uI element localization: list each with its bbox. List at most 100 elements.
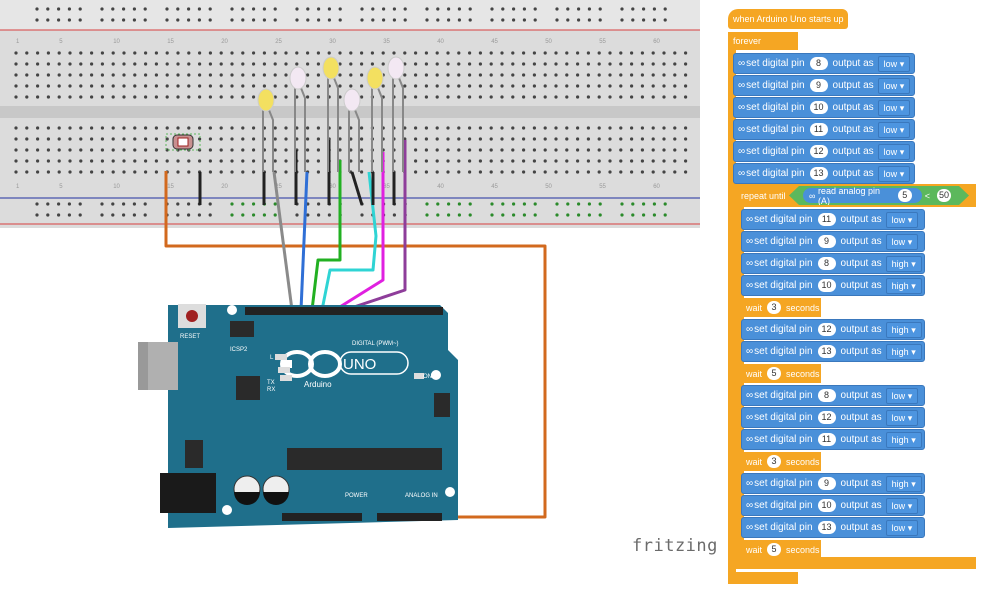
level-dropdown[interactable]: low ▾ bbox=[885, 519, 919, 536]
arduino-icon: ∞ bbox=[738, 146, 745, 157]
block-mid: output as bbox=[840, 324, 882, 335]
level-value: high bbox=[891, 324, 909, 335]
pin-input[interactable]: 12 bbox=[809, 145, 828, 158]
pin-input[interactable]: 13 bbox=[817, 345, 836, 358]
pin-input[interactable]: 11 bbox=[809, 123, 828, 136]
level-dropdown[interactable]: high ▾ bbox=[885, 431, 922, 448]
brand-label: Arduino bbox=[304, 380, 332, 389]
pin-input[interactable]: 9 bbox=[817, 477, 836, 490]
pin-input[interactable]: 11 bbox=[817, 433, 836, 446]
level-value: low bbox=[883, 124, 898, 135]
level-dropdown[interactable]: low ▾ bbox=[877, 121, 911, 138]
column-number: 50 bbox=[545, 184, 552, 190]
on-label: ON bbox=[423, 374, 432, 380]
block-mid: output as bbox=[840, 258, 882, 269]
level-dropdown[interactable]: high ▾ bbox=[885, 277, 922, 294]
block-mid: output as bbox=[840, 522, 882, 533]
hat-block[interactable]: when Arduino Uno starts up bbox=[728, 9, 848, 29]
level-dropdown[interactable]: high ▾ bbox=[885, 255, 922, 272]
level-dropdown[interactable]: low ▾ bbox=[877, 55, 911, 72]
arduino-icon: ∞ bbox=[746, 500, 753, 511]
arduino-icon: ∞ bbox=[738, 168, 745, 179]
level-dropdown[interactable]: high ▾ bbox=[885, 321, 922, 338]
seconds-input[interactable]: 5 bbox=[767, 367, 782, 380]
condition-block[interactable]: ∞ read analog pin (A) 5 < 50 bbox=[789, 186, 969, 205]
wire-pin12-blue bbox=[299, 171, 309, 311]
column-number: 25 bbox=[275, 184, 282, 190]
pin-input[interactable]: 8 bbox=[809, 57, 828, 70]
wire-pin13-gray bbox=[272, 171, 294, 311]
seconds-input[interactable]: 3 bbox=[767, 301, 782, 314]
level-dropdown[interactable]: low ▾ bbox=[885, 497, 919, 514]
pin-input[interactable]: 8 bbox=[817, 389, 836, 402]
arduino-icon: ∞ bbox=[746, 324, 753, 335]
power-label: POWER bbox=[345, 493, 368, 499]
block-mid: output as bbox=[832, 146, 874, 157]
pin-input[interactable]: 11 bbox=[817, 213, 836, 226]
pin-input[interactable]: 8 bbox=[817, 257, 836, 270]
column-number: 50 bbox=[545, 39, 552, 45]
pin-input[interactable]: 13 bbox=[809, 167, 828, 180]
level-value: low bbox=[891, 390, 906, 401]
block-prefix: set digital pin bbox=[754, 236, 813, 247]
level-dropdown[interactable]: low ▾ bbox=[877, 143, 911, 160]
leds bbox=[257, 56, 405, 172]
pin-input[interactable]: 9 bbox=[809, 79, 828, 92]
level-dropdown[interactable]: high ▾ bbox=[885, 475, 922, 492]
pin-input[interactable]: 13 bbox=[817, 521, 836, 534]
level-dropdown[interactable]: high ▾ bbox=[885, 343, 922, 360]
reset-button[interactable] bbox=[186, 310, 198, 322]
analog-pin-input[interactable]: 5 bbox=[898, 189, 912, 202]
block-prefix: set digital pin bbox=[754, 390, 813, 401]
pin-input[interactable]: 12 bbox=[817, 323, 836, 336]
jumpers bbox=[198, 140, 396, 206]
level-dropdown[interactable]: low ▾ bbox=[877, 77, 911, 94]
white-led bbox=[343, 88, 361, 172]
seconds-input[interactable]: 5 bbox=[767, 543, 782, 556]
level-dropdown[interactable]: low ▾ bbox=[885, 233, 919, 250]
block-prefix: set digital pin bbox=[754, 522, 813, 533]
level-dropdown[interactable]: low ▾ bbox=[885, 211, 919, 228]
level-dropdown[interactable]: low ▾ bbox=[885, 387, 919, 404]
level-value: high bbox=[891, 346, 909, 357]
arduino-uno bbox=[138, 304, 458, 528]
forever-block[interactable]: forever bbox=[728, 32, 798, 50]
pin-input[interactable]: 12 bbox=[817, 411, 836, 424]
column-number: 45 bbox=[491, 39, 498, 45]
pin-input[interactable]: 10 bbox=[809, 101, 828, 114]
level-dropdown[interactable]: low ▾ bbox=[885, 409, 919, 426]
level-value: low bbox=[891, 500, 906, 511]
yellow-led bbox=[257, 88, 275, 172]
column-number: 10 bbox=[113, 184, 120, 190]
seconds-input[interactable]: 3 bbox=[767, 455, 782, 468]
level-dropdown[interactable]: low ▾ bbox=[877, 99, 911, 116]
level-dropdown[interactable]: low ▾ bbox=[877, 165, 911, 182]
threshold-input[interactable]: 50 bbox=[938, 190, 949, 200]
pin-input[interactable]: 9 bbox=[817, 235, 836, 248]
pin-input[interactable]: 10 bbox=[817, 499, 836, 512]
pin-input[interactable]: 10 bbox=[817, 279, 836, 292]
yellow-led bbox=[366, 66, 384, 172]
